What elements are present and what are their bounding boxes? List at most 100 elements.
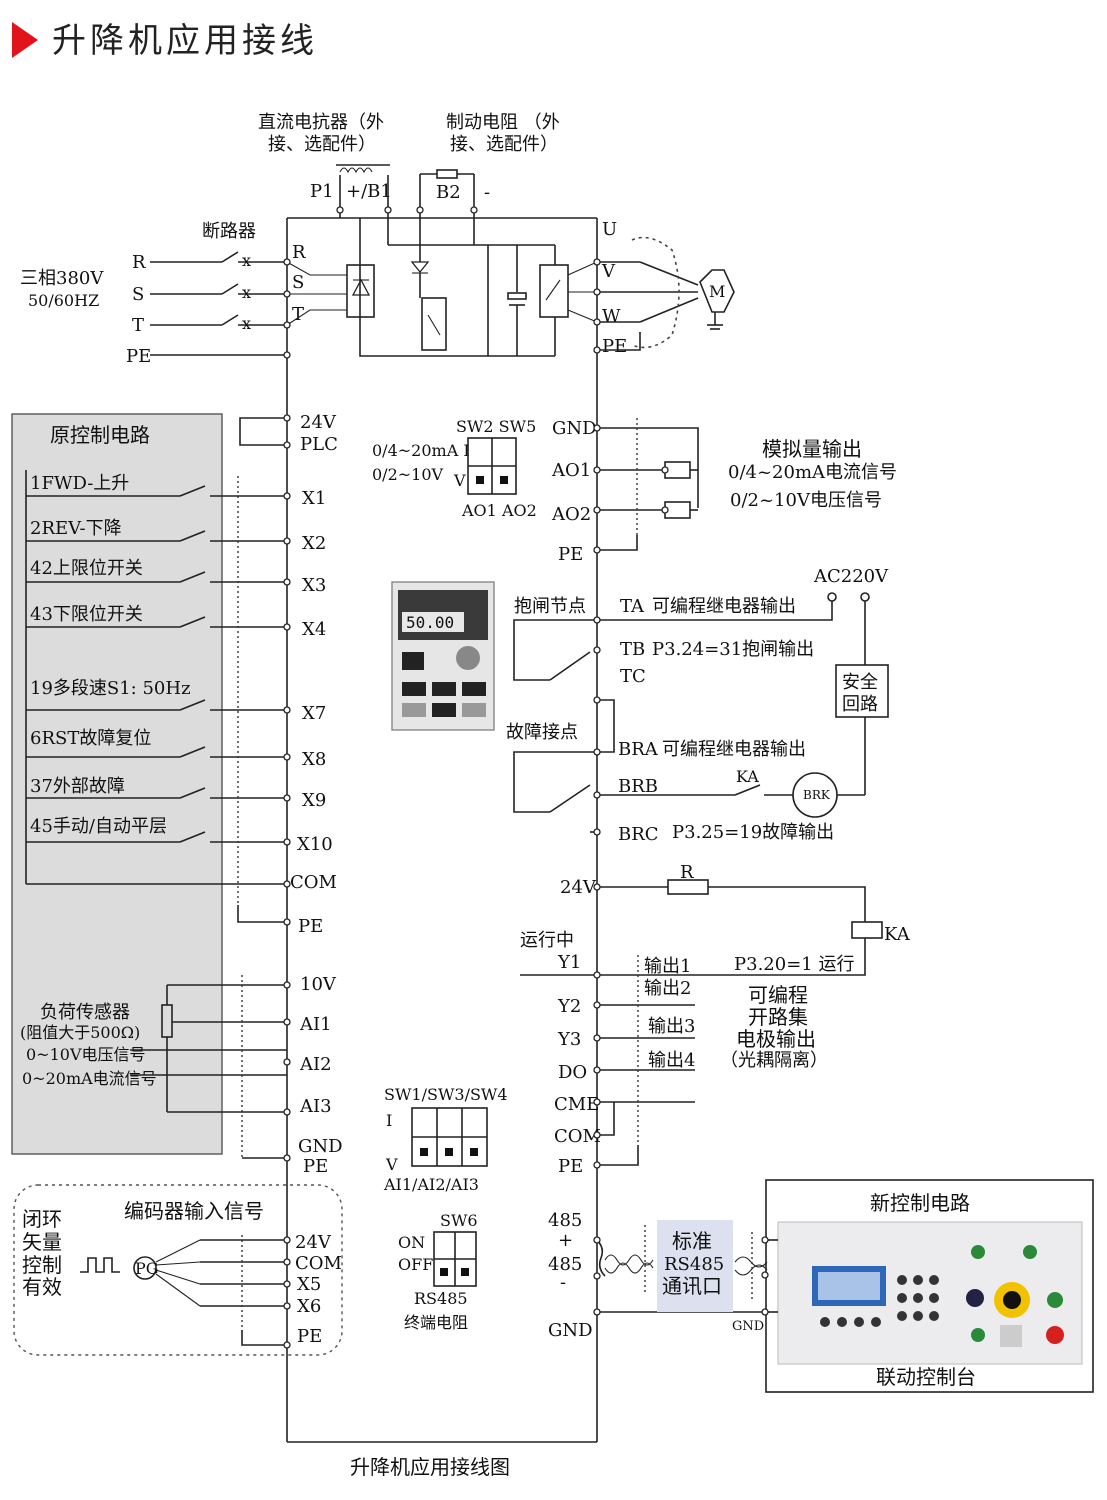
dc-reactor-label-1: 直流电抗器（外 (258, 112, 384, 133)
ka-coil-wiring (520, 879, 883, 976)
pg-label: PG (135, 1259, 159, 1278)
brk-label: BRK (803, 788, 831, 802)
left-terminals: 24V PLC X1 X2 X3 X4 X7 X8 X9 X10 COM PE … (290, 412, 343, 1177)
running-label: 运行中 (520, 930, 574, 951)
svg-text:COM: COM (554, 1126, 601, 1147)
encoder-box (13, 1184, 343, 1356)
capacitor-icon (507, 245, 527, 356)
output-2: 输出2 (644, 978, 691, 999)
output-w: W (602, 306, 621, 327)
svg-text:1FWD-上升: 1FWD-上升 (30, 473, 129, 494)
brake-node-label: 抱闸节点 (514, 596, 586, 617)
fault-relay-wiring (513, 699, 866, 833)
svg-text:X9: X9 (302, 790, 326, 811)
svg-text:43下限位开关: 43下限位开关 (30, 604, 143, 625)
svg-text:矢量: 矢量 (22, 1230, 62, 1254)
svg-text:OFF: OFF (398, 1255, 433, 1274)
motor-icon: M (699, 269, 735, 330)
svg-text:X6: X6 (297, 1296, 321, 1317)
svg-text:0/2~10V: 0/2~10V (372, 465, 444, 484)
svg-text:x: x (242, 251, 251, 270)
fault-node-label: 故障接点 (506, 722, 578, 743)
inverter-module-icon (539, 245, 569, 356)
svg-text:42上限位开关: 42上限位开关 (30, 558, 143, 579)
term-24v-right: 24V (560, 877, 597, 898)
svg-text:S: S (132, 284, 144, 305)
svg-text:I: I (386, 1111, 392, 1130)
svg-text:19多段速S1: 50Hz: 19多段速S1: 50Hz (30, 678, 191, 699)
encoder-title: 编码器输入信号 (124, 1199, 264, 1223)
ka-contact-label: KA (736, 767, 759, 786)
svg-text:负荷传感器: 负荷传感器 (40, 1002, 130, 1023)
output-4: 输出4 (648, 1050, 695, 1071)
svg-text:x: x (242, 314, 251, 333)
output-3: 输出3 (648, 1016, 695, 1037)
rs485-port-box (657, 1220, 733, 1312)
header-arrow-icon (12, 22, 38, 58)
collector-label-4: （光耦隔离） (720, 1050, 828, 1071)
svg-text:RS485: RS485 (414, 1289, 468, 1308)
term-brb: BRB (618, 776, 658, 797)
panel-title: 原控制电路 (50, 423, 150, 447)
svg-text:45手动/自动平层: 45手动/自动平层 (30, 816, 167, 837)
svg-text:-: - (560, 1272, 566, 1293)
std485-label-3: 通讯口 (662, 1274, 722, 1298)
bra-desc: 可编程继电器输出 (662, 739, 806, 760)
new-control-title: 新控制电路 (870, 1191, 970, 1215)
brake-transistor-icon (410, 245, 447, 351)
analog-label-1: 模拟量输出 (762, 437, 862, 461)
svg-text:Y2: Y2 (557, 996, 581, 1017)
analog-label-2: 0/4~20mA电流信号 (728, 462, 897, 483)
svg-text:GND: GND (298, 1136, 343, 1157)
svg-text:GND: GND (548, 1320, 593, 1341)
svg-text:V: V (453, 471, 466, 490)
output-u: U (602, 219, 617, 240)
sw2-sw5-switch: SW2 SW5 0/4~20mA I 0/2~10V V AO1 AO2 (372, 417, 537, 520)
encoder-note: 闭环 矢量 控制 有效 (22, 1207, 62, 1299)
new-control-caption: 联动控制台 (876, 1365, 976, 1389)
gnd-small-label: GND (732, 1319, 764, 1334)
keypad-panel: 50.00 (391, 581, 495, 731)
new-control-box (765, 1179, 1094, 1393)
supply-label-1: 三相380V (20, 268, 104, 289)
term-ta: TA (620, 596, 645, 617)
encoder-terminals: 24V COM X5 X6 PE (295, 1232, 342, 1347)
output-pe: PE (602, 336, 627, 357)
svg-text:GND: GND (552, 418, 597, 439)
brake-resistor-label-2: 接、选配件） (450, 134, 558, 155)
analog-output-wiring (597, 418, 699, 551)
safety-label-2: 回路 (842, 694, 878, 715)
rectifier-icon (346, 264, 375, 318)
rs485-terminals: 485 + 485 - GND (548, 1210, 593, 1341)
collector-label-3: 电极输出 (736, 1027, 816, 1051)
breaker-label: 断路器 (202, 221, 256, 242)
svg-text:X8: X8 (302, 749, 326, 770)
svg-text:485: 485 (548, 1254, 582, 1275)
svg-text:X7: X7 (302, 703, 326, 724)
term-tc: TC (620, 666, 646, 687)
svg-text:T: T (132, 315, 144, 336)
svg-text:控制: 控制 (22, 1253, 62, 1277)
svg-text:PE: PE (298, 916, 323, 937)
left-switch-rows: 1FWD-上升 2REV-下降 42上限位开关 43下限位开关 19多段速S1:… (26, 473, 287, 843)
svg-text:ON: ON (398, 1233, 425, 1252)
analog-terminals: GND AO1 AO2 PE (551, 418, 597, 565)
mains-lines: R S T PE xxx (126, 251, 287, 367)
term-b2: B2 (436, 182, 461, 203)
svg-text:闭环: 闭环 (22, 1207, 62, 1231)
encoder-wires (155, 1239, 287, 1307)
original-control-panel (11, 413, 223, 1155)
svg-text:AO1 AO2: AO1 AO2 (461, 501, 537, 520)
term-brc: BRC (618, 824, 659, 845)
p320-label: P3.20=1 运行 (734, 954, 854, 975)
svg-text:+: + (558, 1230, 573, 1251)
svg-text:SW1/SW3/SW4: SW1/SW3/SW4 (384, 1085, 508, 1104)
term-pb1: +/B1 (346, 181, 392, 202)
svg-text:6RST故障复位: 6RST故障复位 (30, 728, 151, 749)
svg-text:x: x (242, 283, 251, 302)
svg-text:V: V (385, 1155, 398, 1174)
dc-reactor-label-2: 接、选配件） (268, 134, 376, 155)
svg-text:PE: PE (558, 544, 583, 565)
svg-text:Y3: Y3 (557, 1029, 581, 1050)
